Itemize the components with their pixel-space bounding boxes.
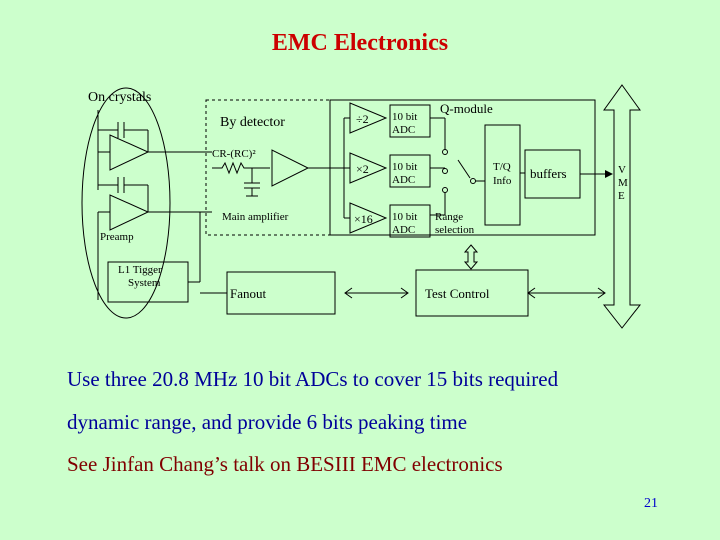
gain-stage-1 [349, 102, 388, 134]
gain-label-2: ×2 [356, 162, 369, 176]
vme-label-e: E [618, 190, 625, 202]
emc-block-diagram: On crystals By detector Q-module CR-(RC)… [81, 84, 642, 329]
range-label: Range [435, 211, 463, 223]
vme-bus[interactable] [602, 84, 642, 329]
detector-box [205, 99, 331, 236]
vme-label-m: M [618, 177, 628, 189]
vme-label-v: V [618, 164, 626, 176]
cr-rc-label: CR-(RC)² [212, 148, 256, 160]
by-detector-label: By detector [220, 115, 285, 130]
adc-1-bits: 10 bit [392, 111, 417, 123]
on-crystals-label: On crystals [88, 90, 151, 105]
adc-2-label: ADC [392, 174, 415, 186]
summary-line-1: Use three 20.8 MHz 10 bit ADCs to cover … [67, 367, 559, 391]
selection-label: selection [435, 224, 475, 236]
adc-box-2 [389, 154, 431, 188]
preamp-triangle-1 [109, 134, 150, 171]
q-module-label: Q-module [440, 101, 493, 116]
adc-box-3 [389, 204, 431, 238]
shaper [212, 161, 270, 197]
adc-3-bits: 10 bit [392, 211, 417, 223]
summary-line-2: dynamic range, and provide 6 bits peakin… [67, 410, 468, 434]
test-control-label: Test Control [425, 286, 490, 301]
mux-switch [457, 159, 471, 179]
tq-info-box [484, 124, 521, 226]
gain-label-3: ×16 [354, 212, 373, 226]
crystal-preamp-group [81, 87, 171, 319]
gain-label-1: ÷2 [356, 112, 369, 126]
l1-trigger-label: L1 Tigger [118, 264, 162, 276]
gain-stage-2 [349, 152, 388, 184]
gain-stage-3 [349, 202, 388, 234]
slide-title: EMC Electronics [271, 30, 449, 56]
main-amplifier-triangle [271, 149, 310, 187]
page-number: 21 [644, 496, 658, 511]
adc-3-label: ADC [392, 224, 415, 236]
buffers-label: buffers [530, 166, 567, 181]
adc-box-1 [389, 104, 431, 138]
preamp-triangle-2 [109, 194, 150, 231]
fanout-label: Fanout [230, 286, 267, 301]
l1-system-label: System [128, 277, 161, 289]
info-label: Info [493, 175, 512, 187]
adc-1-label: ADC [392, 124, 415, 136]
tq-label: T/Q [493, 161, 511, 173]
main-amplifier-label: Main amplifier [222, 211, 289, 223]
reference-line: See Jinfan Chang’s talk on BESIII EMC el… [67, 452, 503, 476]
crystal-ellipse [81, 87, 171, 319]
preamp-label: Preamp [100, 231, 134, 243]
adc-2-bits: 10 bit [392, 161, 417, 173]
